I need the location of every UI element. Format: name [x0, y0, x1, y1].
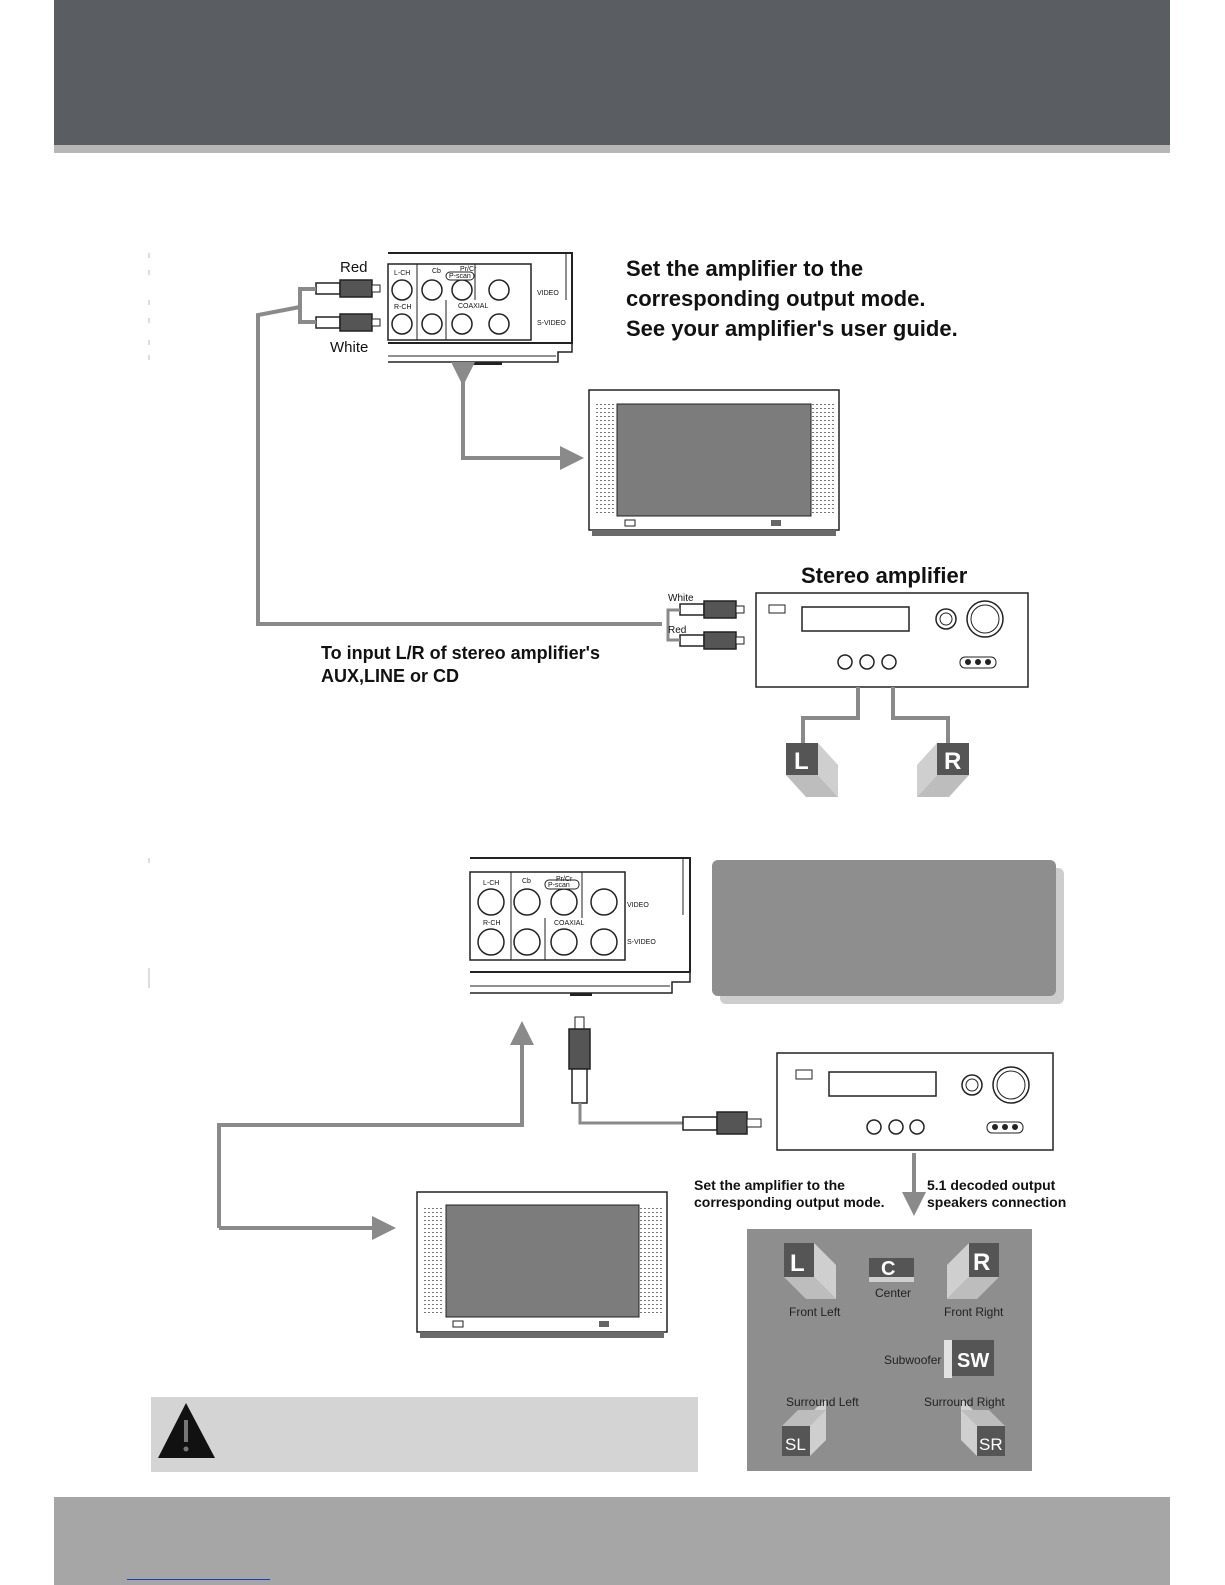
- decoded-line1: 5.1 decoded output: [927, 1177, 1056, 1193]
- video-arrow-top: [451, 362, 584, 470]
- spk-surround-right: Surround Right: [924, 1395, 1005, 1409]
- cable-label-red: Red: [340, 259, 368, 276]
- input-note-line1: To input L/R of stereo amplifier's: [321, 643, 600, 663]
- panel-video: VIDEO: [537, 290, 559, 297]
- speaker-left: [786, 743, 838, 797]
- panel-rch-bottom: R-CH: [483, 920, 501, 927]
- spk-fl-letter: L: [790, 1250, 805, 1277]
- warning-icon: [158, 1403, 215, 1458]
- panel-coaxial-bottom: COAXIAL: [554, 920, 584, 927]
- panel-prcr: Pr/Cr: [460, 266, 477, 273]
- spk-sr-letter: SR: [979, 1435, 1003, 1454]
- speaker-wire-left: [801, 687, 860, 745]
- av-amplifier: [776, 1052, 1054, 1151]
- spk-front-left: Front Left: [789, 1305, 841, 1319]
- spk-fr-letter: R: [973, 1249, 990, 1276]
- panel-pscan: P-scan: [449, 273, 471, 280]
- amp-cable-red: Red: [668, 625, 686, 636]
- instruction-line2: corresponding output mode.: [626, 286, 925, 311]
- panel-pscan-bottom: P-scan: [548, 882, 570, 889]
- panel-lch-bottom: L-CH: [483, 880, 499, 887]
- speaker-left-letter: L: [794, 748, 809, 775]
- cable-label-white: White: [330, 339, 368, 356]
- warning-box: [151, 1397, 698, 1472]
- spk-sl-letter: SL: [785, 1435, 806, 1454]
- spk-sw-letter: SW: [957, 1350, 989, 1372]
- header-bar: [54, 0, 1170, 145]
- spk-surround-left: Surround Left: [786, 1395, 859, 1409]
- footer-bar: [54, 1497, 1170, 1585]
- speaker-right: [917, 743, 969, 797]
- spk-subwoofer: Subwoofer: [884, 1353, 941, 1367]
- rca-plugs-player: [298, 279, 381, 332]
- tv-bottom: [416, 1191, 668, 1338]
- coaxial-cable: [568, 1016, 762, 1135]
- speaker-wire-right: [891, 687, 950, 745]
- panel-rch: R-CH: [394, 304, 412, 311]
- note-panel: [712, 860, 1064, 1004]
- tv-top: [588, 389, 840, 536]
- amp-cable-white: White: [668, 593, 694, 604]
- header-stripe: [54, 145, 1170, 153]
- panel-cb-bottom: Cb: [522, 878, 531, 885]
- dvd-player-top: L-CH R-CH Cb Pr/Cr P-scan COAXIAL VIDEO …: [387, 252, 573, 365]
- speaker-right-letter: R: [944, 748, 961, 775]
- panel-svideo-bottom: S-VIDEO: [627, 939, 656, 946]
- footer-link-underline[interactable]: [127, 1579, 270, 1580]
- amplifier-title: Stereo amplifier: [801, 563, 968, 588]
- panel-cb: Cb: [432, 268, 441, 275]
- panel-video-bottom: VIDEO: [627, 902, 649, 909]
- video-arrow-bottom: [217, 1021, 534, 1228]
- panel-lch: L-CH: [394, 270, 410, 277]
- input-note-line2: AUX,LINE or CD: [321, 666, 459, 686]
- audio-cable-top: [256, 305, 662, 626]
- panel-coaxial: COAXIAL: [458, 303, 488, 310]
- amp-note-line2: corresponding output mode.: [694, 1194, 885, 1210]
- spk-c-letter: C: [881, 1258, 895, 1280]
- panel-prcr-bottom: Pr/Cr: [556, 876, 573, 883]
- stereo-amplifier: [755, 592, 1029, 688]
- instruction-line1: Set the amplifier to the: [626, 256, 863, 281]
- rca-plugs-amplifier: [666, 600, 745, 650]
- panel-svideo: S-VIDEO: [537, 320, 566, 327]
- amp-note-line1: Set the amplifier to the: [694, 1177, 845, 1193]
- decoded-line2: speakers connection: [927, 1194, 1066, 1210]
- dvd-player-bottom: L-CH R-CH Cb Pr/Cr P-scan COAXIAL VIDEO …: [469, 857, 691, 996]
- spk-front-right: Front Right: [944, 1305, 1004, 1319]
- spk-center: Center: [875, 1286, 911, 1300]
- instruction-line3: See your amplifier's user guide.: [626, 316, 958, 341]
- speaker-panel-51: [747, 1229, 1032, 1471]
